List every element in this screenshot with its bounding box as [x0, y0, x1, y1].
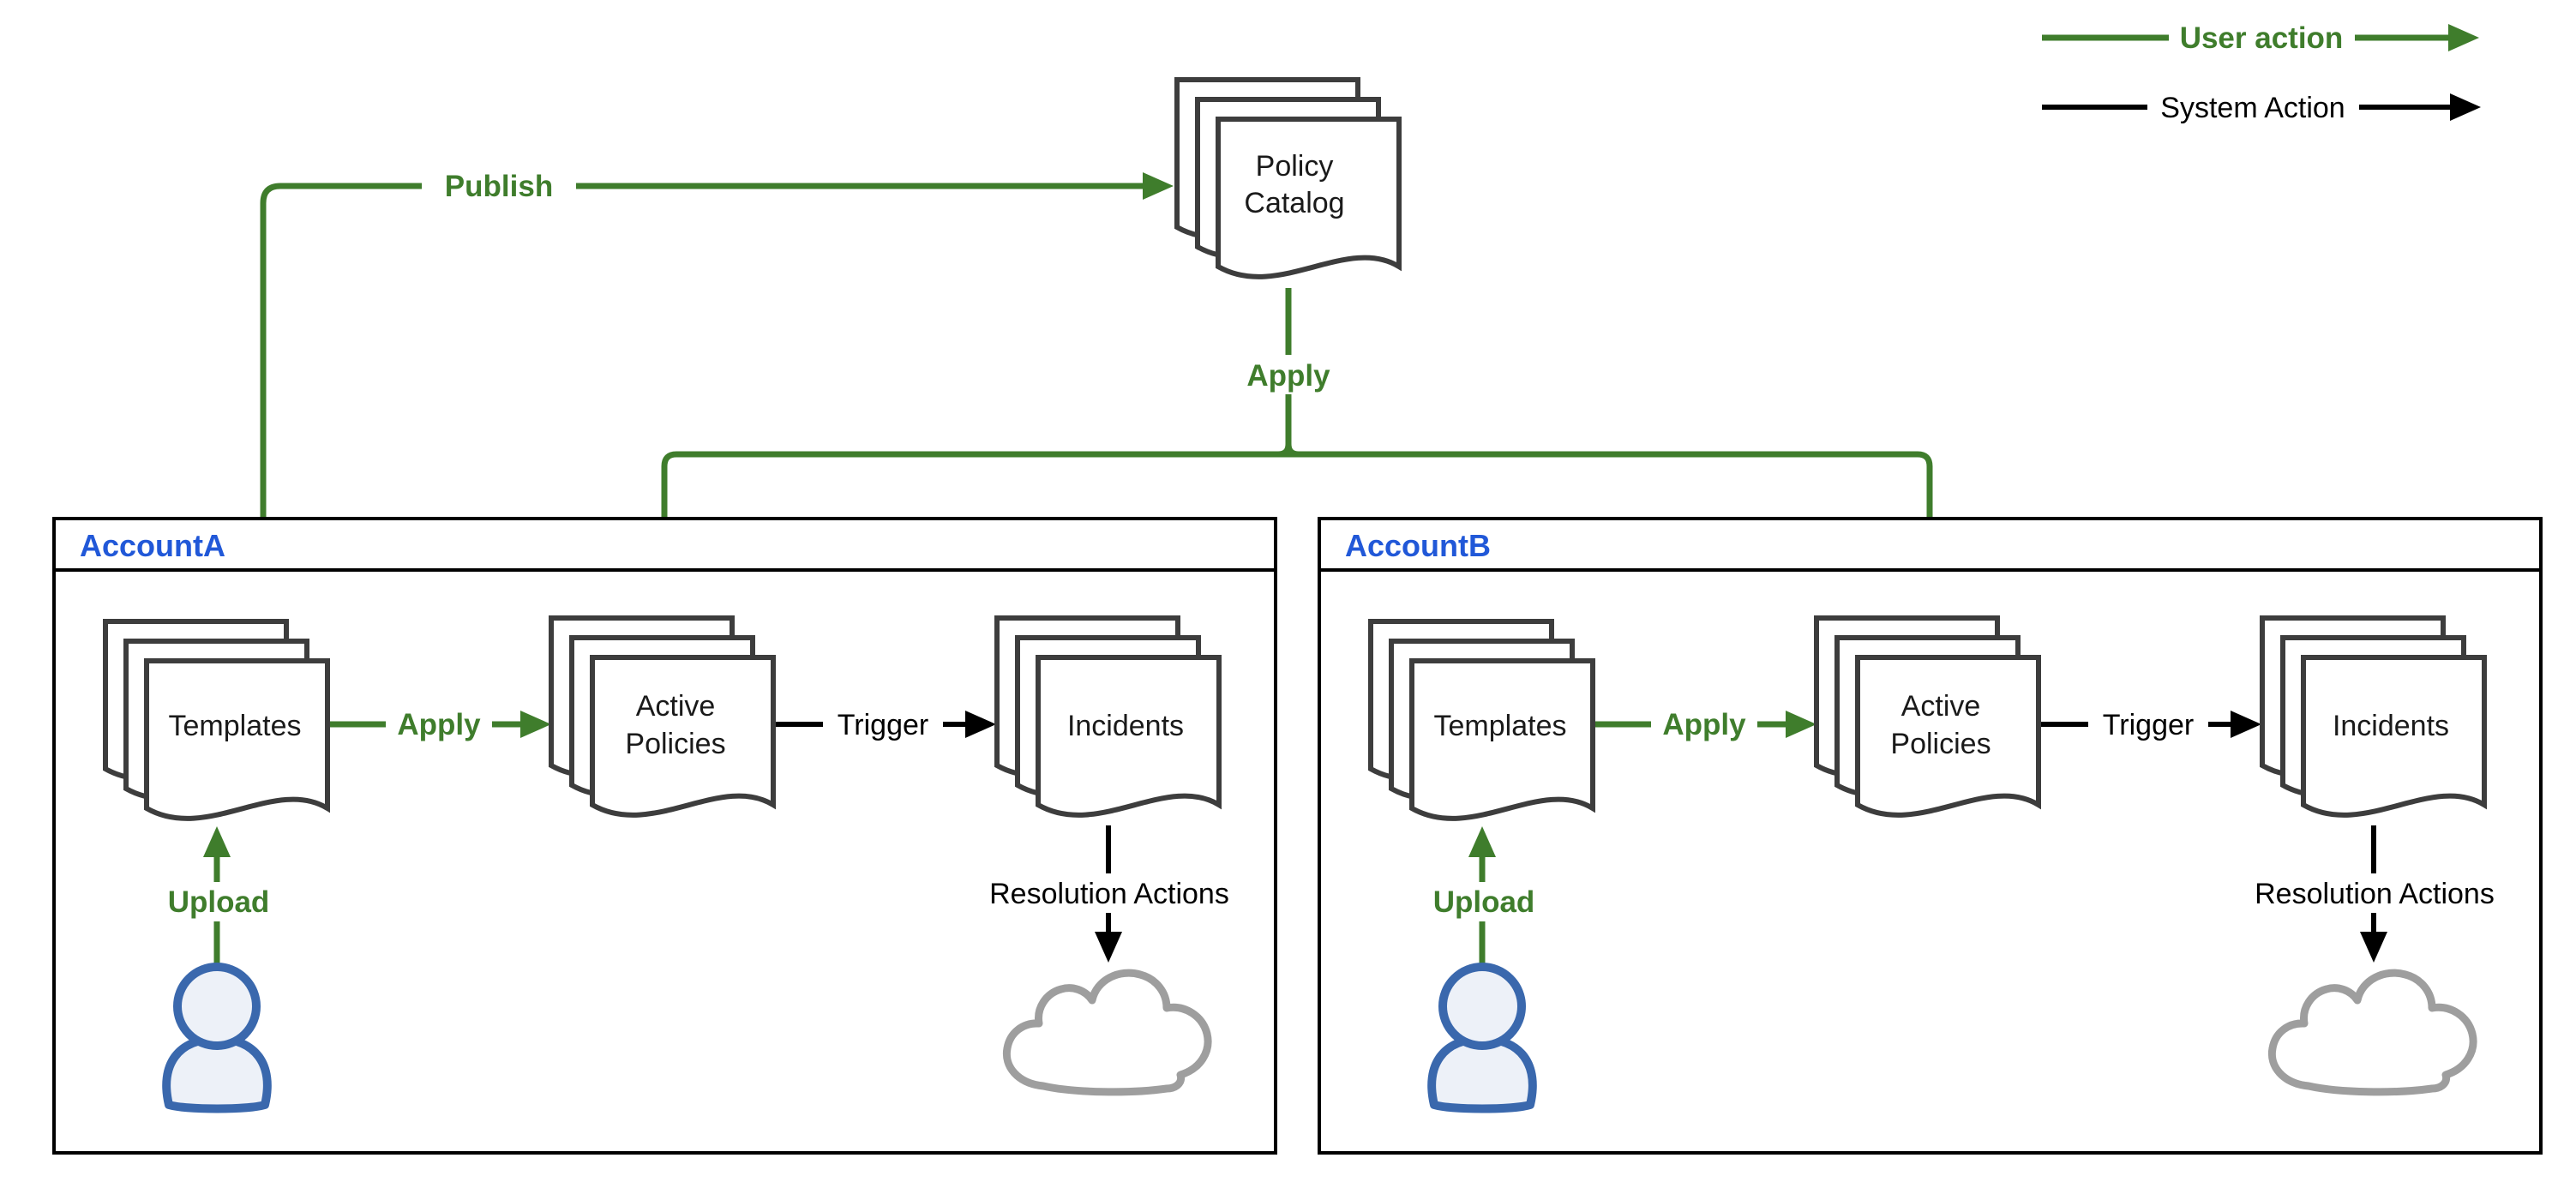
account-b-resolution-label-background — [2241, 873, 2508, 913]
account-a-resolution-label: Resolution Actions — [989, 878, 1229, 910]
account-a-user-icon — [162, 963, 272, 1113]
account-b-trigger-edge: Trigger — [2041, 705, 2261, 744]
publish-label-background — [422, 166, 576, 206]
account-a-apply-arrowhead-icon — [520, 711, 551, 738]
policy-catalog-label-line1: Policy — [1256, 150, 1334, 183]
apply-catalog-edge: Apply — [651, 288, 1943, 615]
account-b-user-icon — [1427, 963, 1537, 1113]
account-a-trigger-label: Trigger — [838, 709, 928, 741]
apply-catalog-branch-line — [661, 451, 1933, 581]
account-b-upload-arrowhead-icon — [1468, 826, 1496, 857]
publish-edge: Publish — [260, 166, 1174, 621]
publish-edge-line — [260, 183, 1143, 621]
account-b-apply-label-background — [1651, 705, 1757, 744]
account-a-resolution-label-background — [976, 873, 1243, 913]
account-b-active-policies-label-line1: Active — [1901, 690, 1981, 723]
account-a-upload-arrowhead-icon — [203, 826, 231, 857]
account-a-resolution-edge: Resolution Actions — [976, 825, 1243, 963]
account-b-title: AccountB — [1345, 528, 1491, 563]
account-a-upload-label: Upload — [168, 885, 270, 919]
person-head — [173, 963, 261, 1050]
person-head — [1438, 963, 1526, 1050]
account-a-upload-label-background — [157, 882, 280, 921]
account-b-upload-edge: Upload — [1422, 826, 1546, 965]
publish-label: Publish — [445, 170, 553, 203]
legend-user-action-arrowhead-icon — [2448, 24, 2479, 51]
account-b-trigger-label: Trigger — [2103, 709, 2194, 741]
account-a-incidents-label: Incidents — [1067, 710, 1184, 742]
account-b-apply-arrowhead-icon — [1786, 711, 1816, 738]
legend-user-action-row: User action — [2042, 21, 2479, 55]
account-b-apply-label: Apply — [1662, 708, 1746, 741]
account-a-trigger-label-background — [823, 705, 943, 744]
account-b-incidents-label: Incidents — [2333, 710, 2449, 742]
account-a-active-policies-label-line1: Active — [636, 690, 716, 723]
account-a-templates-label: Templates — [169, 710, 302, 742]
account-b-apply-edge: Apply — [1595, 705, 1816, 744]
account-b-upload-label-background — [1422, 882, 1546, 921]
account-a-active-policies-label-line2: Policies — [625, 728, 725, 760]
account-b-resolution-edge: Resolution Actions — [2241, 825, 2508, 963]
person-body — [1427, 1035, 1537, 1113]
account-b-upload-label: Upload — [1433, 885, 1535, 919]
legend-system-action-row: System Action — [2042, 92, 2481, 124]
account-b-templates-label: Templates — [1434, 710, 1567, 742]
account-b-resolution-label: Resolution Actions — [2255, 878, 2495, 910]
account-a-upload-edge: Upload — [157, 826, 280, 965]
apply-catalog-label-background — [1240, 355, 1337, 394]
account-a-resolution-arrowhead-icon — [1095, 932, 1122, 963]
account-a-trigger-edge: Trigger — [776, 705, 996, 744]
account-a-apply-label-background — [386, 705, 492, 744]
account-b-trigger-arrowhead-icon — [2231, 711, 2261, 738]
publish-arrowhead-icon — [1143, 172, 1174, 200]
account-a-group: AccountA Templates Apply Active Policies — [52, 517, 1277, 1155]
legend-system-action-label: System Action — [2160, 92, 2345, 124]
policy-catalog-node: Policy Catalog — [1177, 80, 1399, 277]
policy-catalog-label-line2: Catalog — [1244, 187, 1344, 219]
account-a-apply-label: Apply — [397, 708, 481, 741]
legend-user-action-label: User action — [2180, 21, 2344, 55]
account-b-group: AccountB Templates Apply Active Policies — [1318, 517, 2543, 1155]
apply-catalog-label: Apply — [1246, 359, 1330, 393]
account-a-apply-edge: Apply — [330, 705, 551, 744]
legend: User action System Action — [2042, 21, 2481, 124]
account-b-active-policies-label-line2: Policies — [1890, 728, 1991, 760]
person-body — [162, 1035, 272, 1113]
legend-system-action-arrowhead-icon — [2450, 93, 2481, 121]
account-b-resolution-arrowhead-icon — [2360, 932, 2387, 963]
account-b-trigger-label-background — [2088, 705, 2208, 744]
account-a-trigger-arrowhead-icon — [965, 711, 996, 738]
account-a-title: AccountA — [80, 528, 225, 563]
